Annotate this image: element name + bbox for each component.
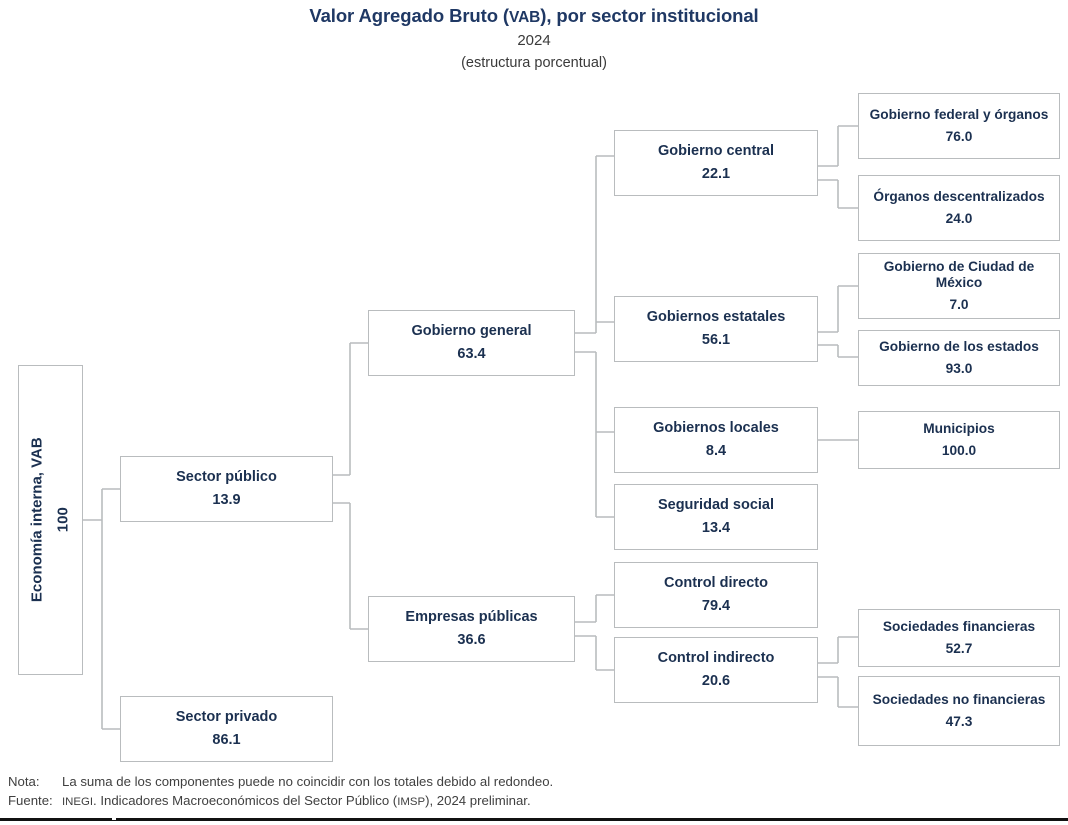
node-municipios[interactable]: Municipios 100.0 — [858, 411, 1060, 469]
footer-abbr-imsp: IMSP — [397, 796, 426, 809]
node-sector-privado[interactable]: Sector privado 86.1 — [120, 696, 333, 762]
node-gobierno-estados-label: Gobierno de los estados — [879, 339, 1039, 355]
node-organos-descentralizados-value: 24.0 — [945, 210, 973, 226]
node-empresas-publicas-value: 36.6 — [457, 632, 486, 648]
footer-fuente-text: INEGI. Indicadores Macroeconómicos del S… — [62, 791, 1060, 811]
footer-fuente-middle: . Indicadores Macroeconómicos del Sector… — [93, 793, 398, 809]
node-gobiernos-locales[interactable]: Gobiernos locales 8.4 — [614, 407, 818, 473]
node-gobierno-general[interactable]: Gobierno general 63.4 — [368, 310, 575, 376]
bottom-rule — [0, 818, 1068, 821]
node-sector-privado-label: Sector privado — [175, 708, 278, 725]
node-seguridad-social[interactable]: Seguridad social 13.4 — [614, 484, 818, 550]
node-control-directo-value: 79.4 — [701, 598, 731, 614]
node-root-rotated-content: Economía interna, VAB 100 — [29, 438, 72, 603]
title-block: Valor Agregado Bruto (VAB), por sector i… — [0, 4, 1068, 73]
bottom-rule-tick — [112, 816, 116, 820]
footer-fuente-end: ), 2024 preliminar. — [425, 793, 531, 809]
footer-nota-text: La suma de los componentes puede no coin… — [62, 774, 554, 789]
node-root-label: Economía interna, VAB — [28, 437, 46, 603]
node-gobierno-federal-label: Gobierno federal y órganos — [869, 107, 1049, 123]
node-gobierno-general-label: Gobierno general — [411, 322, 532, 339]
subtitle-year: 2024 — [517, 32, 551, 50]
node-gobierno-estados-value: 93.0 — [945, 360, 973, 376]
node-gobierno-federal-value: 76.0 — [945, 128, 973, 144]
node-gobiernos-estatales-value: 56.1 — [701, 332, 731, 348]
node-gobierno-central-value: 22.1 — [701, 166, 731, 182]
node-gobierno-estados[interactable]: Gobierno de los estados 93.0 — [858, 330, 1060, 386]
node-sector-publico-label: Sector público — [176, 468, 277, 485]
subtitle-structure: (estructura porcentual) — [461, 55, 607, 72]
title-text-part2: ), por sector institucional — [540, 5, 759, 26]
node-organos-descentralizados-label: Órganos descentralizados — [873, 189, 1045, 205]
tree-diagram: Economía interna, VAB 100 Sector público… — [18, 93, 1060, 762]
node-sector-publico[interactable]: Sector público 13.9 — [120, 456, 333, 522]
node-control-indirecto-label: Control indirecto — [657, 649, 775, 666]
node-gobierno-cdmx-value: 7.0 — [949, 296, 969, 312]
node-root-value: 100 — [54, 507, 72, 533]
title-text-part1: Valor Agregado Bruto ( — [309, 5, 509, 26]
node-sociedades-financieras-value: 52.7 — [945, 640, 973, 656]
node-gobierno-central[interactable]: Gobierno central 22.1 — [614, 130, 818, 196]
node-empresas-publicas-label: Empresas públicas — [405, 608, 538, 625]
node-sociedades-financieras[interactable]: Sociedades financieras 52.7 — [858, 609, 1060, 667]
node-sociedades-no-financieras[interactable]: Sociedades no financieras 47.3 — [858, 676, 1060, 746]
node-gobierno-cdmx[interactable]: Gobierno de Ciudad de México 7.0 — [858, 253, 1060, 319]
node-empresas-publicas[interactable]: Empresas públicas 36.6 — [368, 596, 575, 662]
title-abbr-vab: VAB — [509, 9, 541, 26]
node-sector-privado-value: 86.1 — [212, 732, 241, 748]
node-gobiernos-estatales[interactable]: Gobiernos estatales 56.1 — [614, 296, 818, 362]
footer-notes: Nota: La suma de los componentes puede n… — [8, 772, 1060, 811]
footer-abbr-inegi: INEGI — [62, 796, 94, 809]
footer-fuente-row: Fuente: INEGI. Indicadores Macroeconómic… — [8, 791, 1060, 811]
node-sector-publico-value: 13.9 — [212, 492, 241, 508]
node-sociedades-no-financieras-label: Sociedades no financieras — [872, 692, 1046, 708]
node-economia-interna[interactable]: Economía interna, VAB 100 — [18, 365, 83, 675]
node-control-directo-label: Control directo — [664, 574, 768, 591]
node-municipios-label: Municipios — [923, 421, 995, 437]
node-control-directo[interactable]: Control directo 79.4 — [614, 562, 818, 628]
footer-nota-row: Nota: La suma de los componentes puede n… — [8, 772, 1060, 791]
node-gobiernos-locales-label: Gobiernos locales — [653, 419, 779, 436]
node-municipios-value: 100.0 — [941, 442, 977, 458]
node-seguridad-social-label: Seguridad social — [657, 496, 775, 513]
node-organos-descentralizados[interactable]: Órganos descentralizados 24.0 — [858, 175, 1060, 241]
node-gobierno-federal-organos[interactable]: Gobierno federal y órganos 76.0 — [858, 93, 1060, 159]
node-gobiernos-locales-value: 8.4 — [705, 443, 727, 459]
page-title: Valor Agregado Bruto (VAB), por sector i… — [0, 4, 1068, 27]
node-sociedades-financieras-label: Sociedades financieras — [882, 619, 1036, 635]
node-control-indirecto-value: 20.6 — [701, 673, 731, 689]
node-gobierno-central-label: Gobierno central — [657, 142, 775, 159]
node-control-indirecto[interactable]: Control indirecto 20.6 — [614, 637, 818, 703]
footer-nota-label: Nota: — [8, 774, 40, 789]
node-sociedades-no-financieras-value: 47.3 — [945, 713, 973, 729]
footer-fuente-label: Fuente: — [8, 793, 53, 809]
node-gobiernos-estatales-label: Gobiernos estatales — [646, 308, 786, 325]
node-gobierno-cdmx-label: Gobierno de Ciudad de México — [883, 259, 1035, 291]
node-seguridad-social-value: 13.4 — [701, 520, 731, 536]
node-gobierno-general-value: 63.4 — [457, 346, 486, 362]
